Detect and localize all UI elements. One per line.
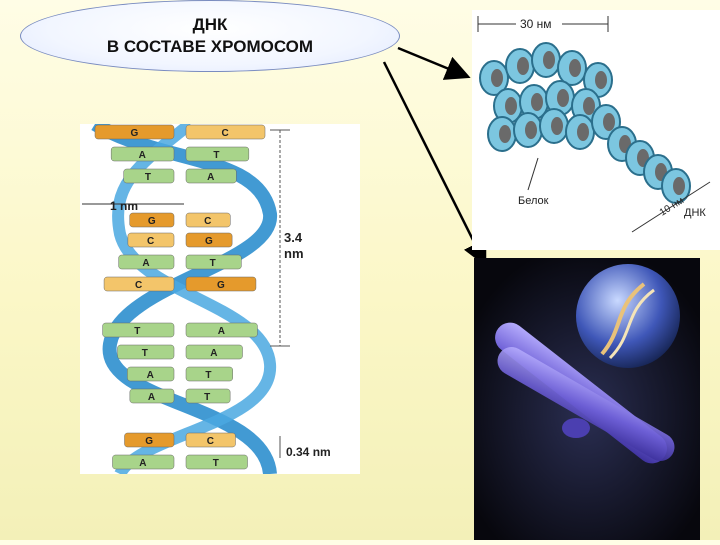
- histone-core-5: [505, 97, 517, 115]
- base-letter-R-0: C: [222, 128, 229, 139]
- base-letter-R-4: G: [205, 236, 213, 247]
- base-letter-R-10: T: [204, 392, 210, 403]
- base-letter-R-9: T: [205, 370, 211, 381]
- histone-core-1: [517, 57, 529, 75]
- base-C-L-6: [103, 276, 175, 292]
- base-letter-L-5: A: [142, 258, 149, 269]
- base-A-L-1: [110, 146, 175, 162]
- histone-core-11: [551, 117, 563, 135]
- base-letter-L-1: A: [139, 150, 146, 161]
- histone-core-12: [577, 123, 589, 141]
- base-letter-L-6: C: [135, 280, 142, 291]
- dna-sphere: [576, 264, 680, 368]
- base-A-L-10: [129, 388, 175, 404]
- histone-core-8: [583, 97, 595, 115]
- protein-label: Белок: [518, 195, 549, 207]
- base-G-L-3: [129, 212, 175, 228]
- turn-label-2: nm: [284, 246, 304, 261]
- base-T-L-8: [117, 344, 175, 360]
- base-letter-L-7: T: [134, 326, 140, 337]
- base-G-R-4: [185, 232, 233, 248]
- base-T-R-9: [185, 366, 233, 382]
- fiber-width-label: 30 нм: [520, 17, 552, 31]
- histone-core-9: [499, 125, 511, 143]
- histone-core-17: [673, 177, 685, 195]
- base-T-R-5: [185, 254, 242, 270]
- base-C-R-11: [185, 432, 236, 448]
- title-oval: ДНК В СОСТАВЕ ХРОМОСОМ: [20, 0, 400, 72]
- base-G-L-11: [124, 432, 175, 448]
- step-label: 0.34 nm: [286, 445, 331, 459]
- base-letter-R-11: C: [207, 436, 214, 447]
- base-T-L-2: [123, 168, 175, 184]
- base-letter-L-3: G: [148, 216, 156, 227]
- base-letter-R-6: G: [217, 280, 225, 291]
- base-A-L-12: [112, 454, 175, 470]
- base-letter-R-3: C: [204, 216, 211, 227]
- title-line-2: В СОСТАВЕ ХРОМОСОМ: [106, 37, 314, 56]
- base-letter-R-2: A: [207, 172, 214, 183]
- histone-core-13: [603, 113, 615, 131]
- histone-core-6: [531, 93, 543, 111]
- base-letter-R-12: T: [213, 458, 219, 469]
- histone-core-7: [557, 89, 569, 107]
- histone-core-10: [525, 121, 537, 139]
- chromosome-figure: [474, 258, 700, 540]
- base-T-L-7: [102, 322, 175, 338]
- chromatid-2: [497, 347, 675, 461]
- nucleosome-figure: 30 нм Белок 10 нм ДНК: [472, 10, 720, 250]
- base-A-R-8: [185, 344, 243, 360]
- histone-core-0: [491, 69, 503, 87]
- base-T-R-10: [185, 388, 231, 404]
- base-letter-R-7: A: [218, 326, 225, 337]
- title-line-1: ДНК: [192, 15, 228, 34]
- base-A-R-7: [185, 322, 258, 338]
- base-C-R-3: [185, 212, 231, 228]
- histone-core-2: [543, 51, 555, 69]
- base-letter-R-8: A: [210, 348, 217, 359]
- base-letter-L-9: A: [147, 370, 154, 381]
- base-A-R-2: [185, 168, 237, 184]
- histone-core-3: [569, 59, 581, 77]
- base-letter-L-2: T: [145, 172, 151, 183]
- base-letter-R-1: T: [213, 150, 219, 161]
- base-T-R-1: [185, 146, 250, 162]
- base-letter-L-11: G: [145, 436, 153, 447]
- nucleosome-svg: 30 нм Белок 10 нм ДНК: [477, 14, 711, 233]
- helix-backbone-1: [91, 117, 277, 476]
- base-letter-L-0: G: [131, 128, 139, 139]
- histone-core-4: [595, 71, 607, 89]
- base-letter-L-8: T: [142, 348, 148, 359]
- base-letter-R-5: T: [210, 258, 216, 269]
- base-C-R-0: [185, 124, 266, 140]
- centromere: [562, 418, 590, 438]
- base-letter-L-10: A: [148, 392, 155, 403]
- width-label: 1 nm: [110, 199, 138, 213]
- base-T-R-12: [185, 454, 248, 470]
- base-G-L-0: [94, 124, 175, 140]
- arrow-to-chromosome: [382, 61, 487, 267]
- base-letter-L-12: A: [139, 458, 146, 469]
- base-C-L-4: [127, 232, 175, 248]
- arrow-to-nucleosome: [397, 46, 471, 80]
- turn-label-1: 3.4: [284, 230, 303, 245]
- base-G-R-6: [185, 276, 257, 292]
- base-A-L-5: [118, 254, 175, 270]
- base-A-L-9: [127, 366, 175, 382]
- base-letter-L-4: C: [147, 236, 154, 247]
- chromosome-svg: [474, 258, 700, 540]
- dna-label: ДНК: [684, 207, 706, 219]
